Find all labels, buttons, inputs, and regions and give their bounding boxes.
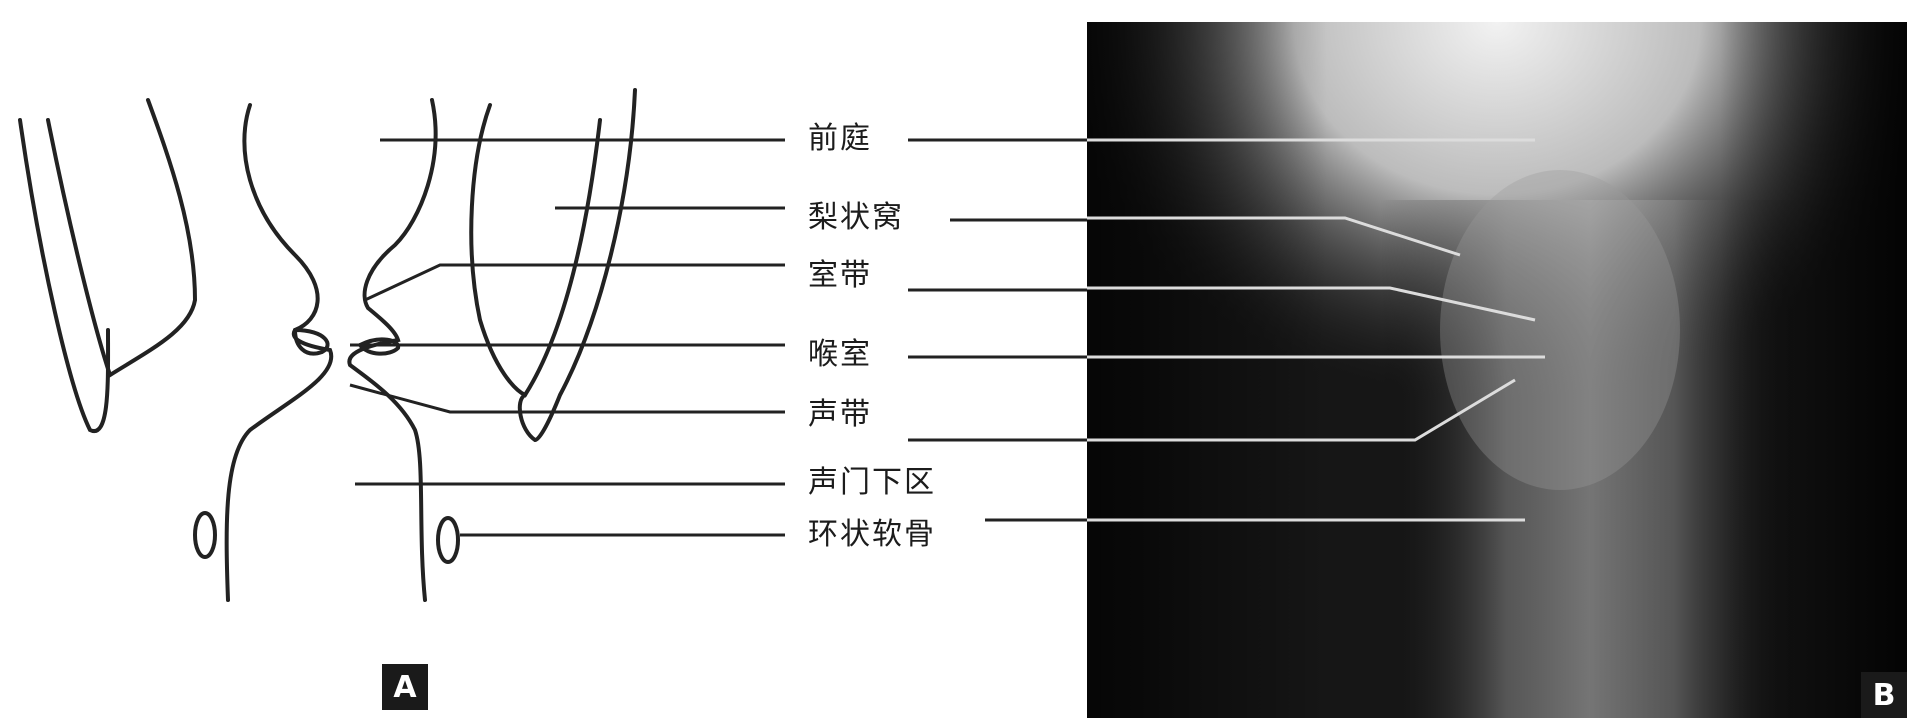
label-subglottic-region: 声门下区 [808, 465, 936, 500]
left-ventricle-fold [293, 328, 330, 356]
xray-left-shadow [1087, 22, 1327, 718]
cricoid-right [436, 516, 460, 564]
airway-left-wall [224, 103, 334, 602]
right-piriform-inner [517, 88, 637, 443]
label-vestibule: 前庭 [808, 121, 872, 156]
panel-b-leaders [908, 138, 1545, 522]
panel-a-drawing [18, 88, 637, 602]
panel-a-leaders [349, 138, 785, 537]
leader-a-vocal-cord [349, 383, 785, 414]
label-laryngeal-ventricle: 喉室 [808, 337, 872, 372]
right-piriform-outer [469, 103, 602, 398]
label-piriform-sinus: 梨状窝 [808, 200, 904, 235]
left-inner-wall [46, 98, 198, 379]
cricoid-left [193, 511, 217, 559]
left-outer-wall [18, 118, 111, 434]
label-vocal-cord: 声带 [808, 397, 872, 432]
xray-right-shadow [1720, 22, 1907, 718]
right-ventricle-fold [358, 337, 400, 356]
panel-a-letter: A [382, 664, 428, 710]
leader-b-ventricular-band [1087, 286, 1536, 322]
label-ventricular-band: 室带 [808, 258, 872, 293]
leader-b-piriform [1087, 216, 1461, 257]
xray-soft-tissue [1440, 170, 1680, 490]
label-cricoid-cartilage: 环状软骨 [808, 517, 936, 552]
leader-b-vocal-cord [1087, 378, 1516, 442]
panel-b-letter: B [1861, 672, 1907, 718]
leader-a-ventricular-band [364, 263, 785, 302]
panel-b-xray [1087, 22, 1907, 718]
